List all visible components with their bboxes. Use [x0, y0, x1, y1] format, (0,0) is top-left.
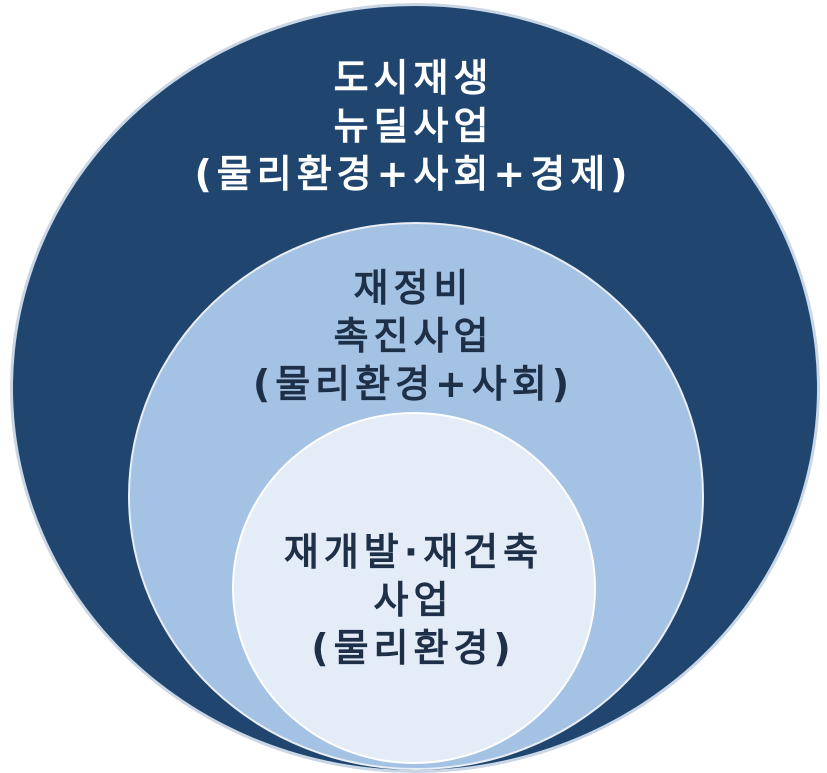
inner-label-line1: 재개발·재건축 — [283, 530, 544, 574]
outer-label-line1: 도시재생 — [333, 56, 494, 100]
middle-label-line3: (물리환경+사회) — [252, 362, 575, 406]
outer-label: 도시재생 뉴딜사업 (물리환경+사회+경제) — [0, 54, 827, 198]
inner-label-line2: 사업 — [373, 578, 454, 622]
outer-label-line2: 뉴딜사업 — [333, 104, 494, 148]
inner-label: 재개발·재건축 사업 (물리환경) — [0, 528, 827, 672]
outer-label-line3: (물리환경+사회+경제) — [194, 152, 633, 196]
middle-label-line1: 재정비 — [353, 266, 474, 310]
inner-label-line3: (물리환경) — [311, 626, 516, 670]
nested-scope-diagram: 도시재생 뉴딜사업 (물리환경+사회+경제) 재정비 촉진사업 (물리환경+사회… — [0, 3, 827, 773]
middle-label: 재정비 촉진사업 (물리환경+사회) — [0, 264, 827, 408]
middle-label-line2: 촉진사업 — [333, 314, 494, 358]
